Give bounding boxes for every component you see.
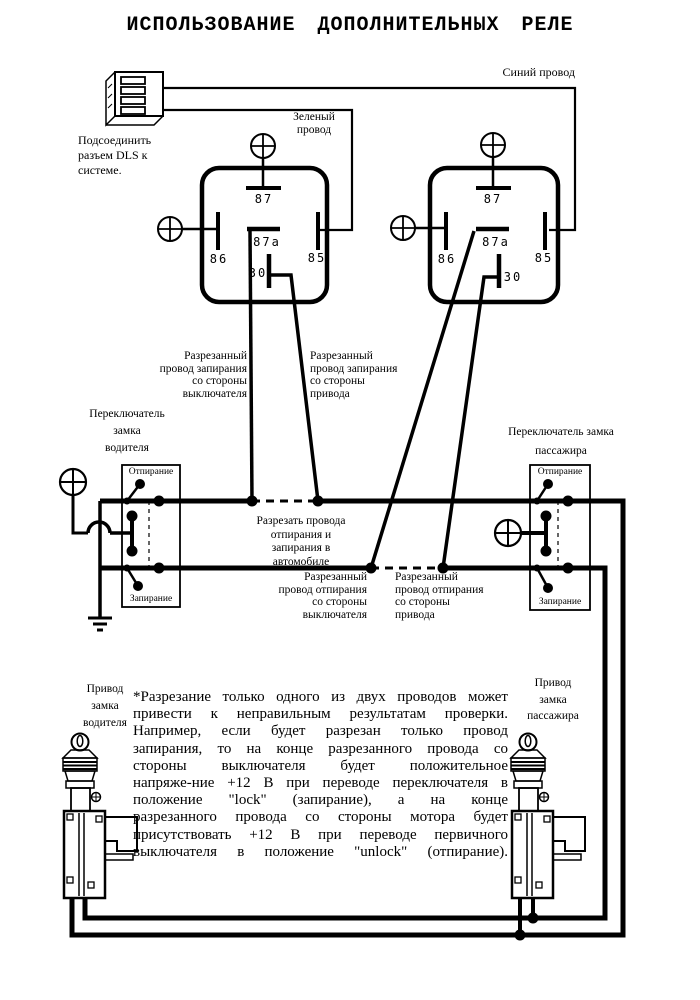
unlock-wire-right <box>82 565 608 921</box>
relay2-pin87-label: 87 <box>483 192 503 206</box>
relay1-pin87a-label: 87a <box>253 235 281 249</box>
relay-2 <box>390 132 561 305</box>
green-wire <box>163 108 354 232</box>
passenger-lock-switch <box>493 464 591 611</box>
relay2-30-wire <box>441 275 498 569</box>
lock-wire-right <box>69 498 626 938</box>
driver-lock-switch <box>58 464 181 632</box>
blue-wire <box>163 86 577 232</box>
ground-symbol <box>88 616 112 632</box>
footnote-paragraph: *Разрезание только одного из двух провод… <box>133 689 508 860</box>
passenger-actuator-leads <box>514 898 539 941</box>
page-title: ИСПОЛЬЗОВАНИЕ ДОПОЛНИТЕЛЬНЫХ РЕЛЕ <box>126 14 574 37</box>
relay2-pin86-label: 86 <box>437 252 457 266</box>
relay2-pin30-label: 30 <box>503 270 523 284</box>
relay1-pin30-label: 30 <box>248 266 268 280</box>
driver-actuator-icon <box>61 731 139 908</box>
relay2-87a-wire <box>369 230 476 569</box>
driver-switch-lock-label: Запирание <box>129 594 173 604</box>
relay2-pin85-label: 85 <box>534 251 554 265</box>
passenger-switch-lock-label: Запирание <box>538 597 582 607</box>
relay-1 <box>157 133 330 305</box>
relay1-87a-wire <box>248 230 254 502</box>
relay1-pin85-label: 85 <box>307 251 327 265</box>
relay2-pin87a-label: 87a <box>482 235 510 249</box>
relay1-pin87-label: 87 <box>254 192 274 206</box>
driver-switch-unlock-label: Отпирание <box>128 467 174 477</box>
relay1-30-wire <box>270 273 320 502</box>
passenger-switch-unlock-label: Отпирание <box>537 467 583 477</box>
cut-point-dots <box>246 495 449 574</box>
blue-wire-label: Синий провод <box>502 65 575 79</box>
relay1-pin86-label: 86 <box>209 252 229 266</box>
passenger-actuator-icon <box>509 731 587 908</box>
dls-connector-icon <box>105 71 164 127</box>
